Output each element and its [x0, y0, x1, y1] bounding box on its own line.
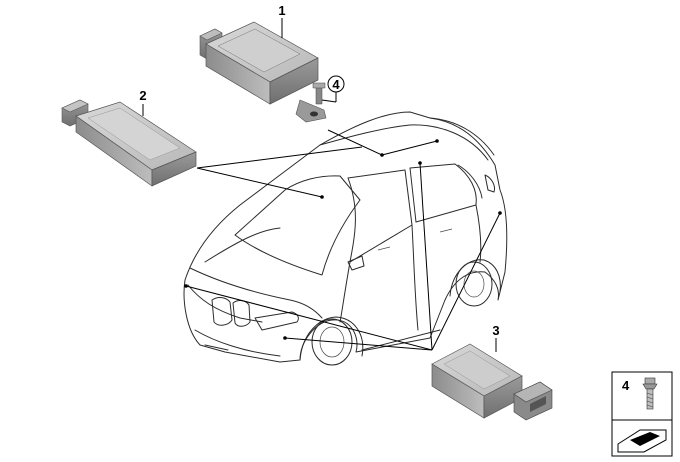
callout-3: 3 — [492, 323, 499, 338]
leader-dots — [184, 139, 502, 340]
leader-lines — [142, 18, 501, 352]
callout-1: 1 — [278, 3, 285, 18]
direction-arrow-icon — [617, 429, 667, 453]
part-3-sensor-module — [431, 343, 553, 421]
screw-icon — [642, 377, 658, 410]
legend-box: 4 — [611, 371, 673, 457]
callout-4-circle — [327, 75, 345, 93]
part-1-control-module — [199, 21, 327, 123]
callout-2: 2 — [139, 88, 146, 103]
part-2-antenna-module — [61, 99, 197, 187]
vehicle-outline — [183, 111, 508, 366]
callout-4: 4 — [332, 77, 340, 92]
legend-number: 4 — [622, 378, 630, 393]
